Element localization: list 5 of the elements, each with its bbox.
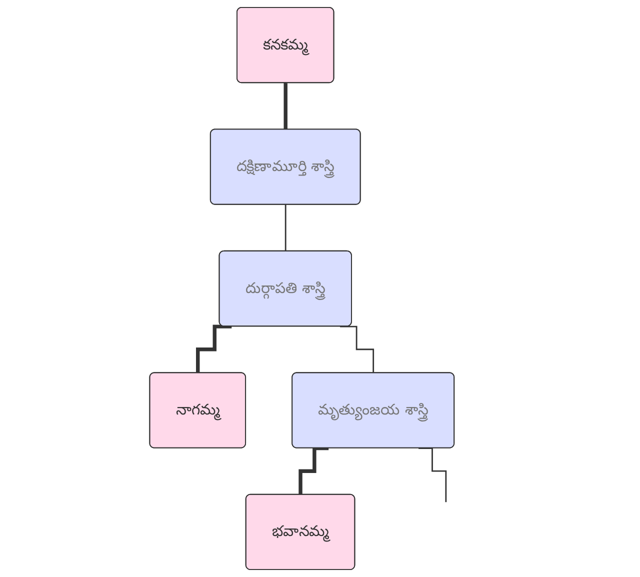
connector <box>340 326 374 374</box>
connector <box>196 324 232 375</box>
connector <box>284 204 286 252</box>
connector <box>284 81 288 132</box>
connector <box>418 448 446 503</box>
